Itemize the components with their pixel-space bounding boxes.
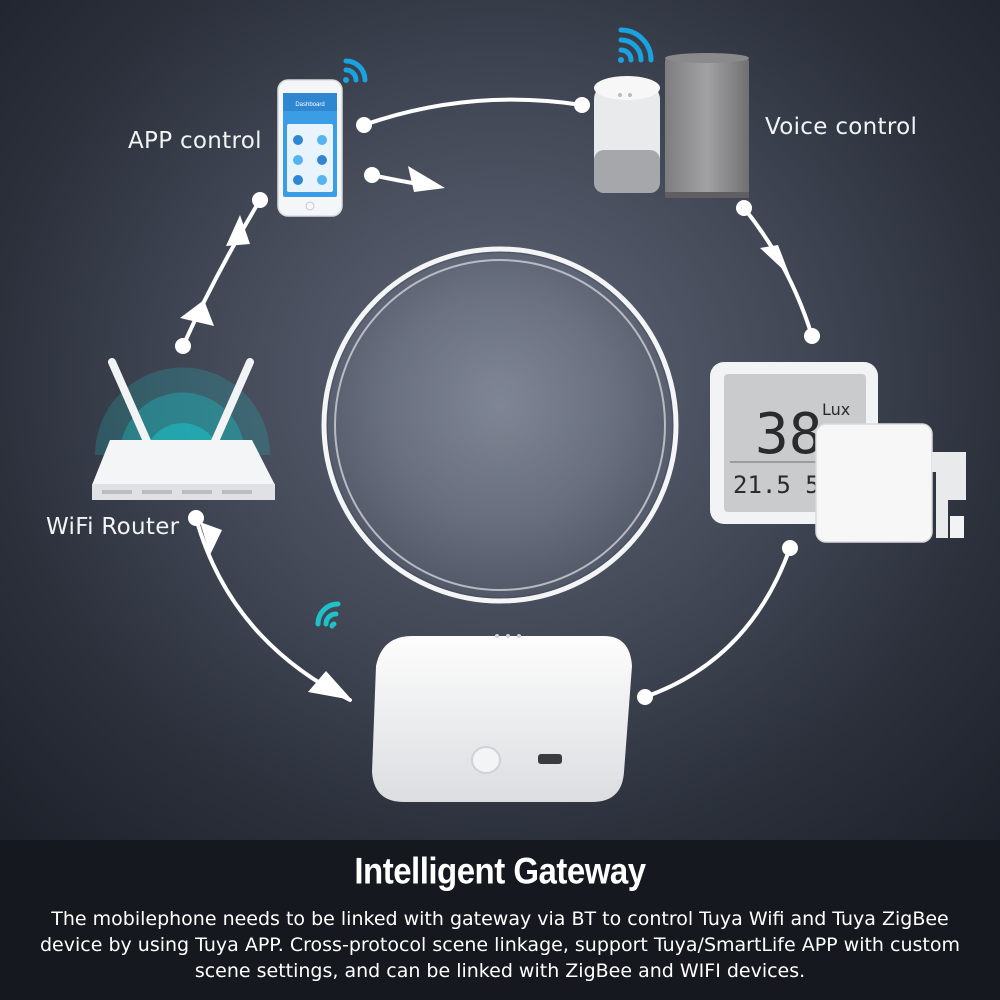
arrow-to-center: [408, 166, 445, 192]
phone-device: Dashboard: [277, 79, 343, 217]
smart-speaker-gray: [665, 53, 749, 198]
wifi-router-device: [92, 358, 275, 500]
label-voice-control: Voice control: [765, 114, 918, 140]
arc-voice-to-sensor: [742, 206, 814, 338]
diagram-graphics: Dashboard: [92, 27, 966, 802]
arrow-up-router: [180, 300, 214, 326]
gateway-hub: [372, 634, 632, 802]
arc-app-to-voice: [362, 97, 584, 127]
sensor-unit: Lux: [822, 400, 850, 419]
arrow-down-left: [200, 522, 222, 555]
wifi-icon: [315, 601, 341, 629]
center-ring: [321, 246, 679, 604]
arrowheads: [180, 166, 790, 700]
wifi-icon: [343, 58, 368, 83]
arc-sensor-to-gateway: [643, 546, 792, 699]
sensor-main-reading: 38: [755, 402, 822, 467]
label-wifi-router: WiFi Router: [46, 514, 180, 540]
label-app-control: APP control: [128, 128, 262, 154]
arc-router-to-app: [181, 198, 262, 348]
arrow-up-app: [226, 215, 250, 246]
arrow-into-gateway: [308, 671, 352, 700]
smart-switch-device: [815, 423, 966, 543]
caption-body: The mobilephone needs to be linked with …: [40, 908, 960, 982]
smart-speaker-white: [594, 76, 660, 193]
phone-screen-title: Dashboard: [295, 102, 324, 108]
gateway-diagram: Dashboard: [0, 0, 1000, 840]
wifi-icon: [618, 27, 654, 63]
caption-panel: Intelligent Gateway The mobilephone need…: [0, 840, 1000, 1000]
arc-endpoints: [175, 97, 820, 705]
arrow-down-right: [760, 245, 790, 276]
caption-title: Intelligent Gateway: [354, 849, 646, 892]
